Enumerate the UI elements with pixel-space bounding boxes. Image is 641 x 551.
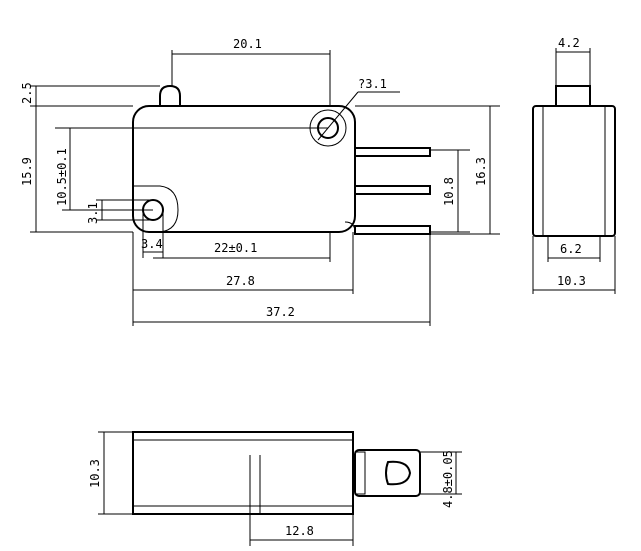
dim-27-8: 27.8	[226, 274, 255, 288]
dim-15-9: 15.9	[20, 157, 34, 186]
front-view: 20.1 ?3.1 2.5 15.9 10.5±0.1 3.1	[20, 37, 500, 326]
dim-10-8: 10.8	[442, 177, 456, 206]
terminal-top	[354, 147, 431, 157]
dim-6-2: 6.2	[560, 242, 582, 256]
dim-37-2: 37.2	[266, 305, 295, 319]
dim-phi-3-1: ?3.1	[358, 77, 387, 91]
dim-12-8: 12.8	[285, 524, 314, 538]
dim-22: 22±0.1	[214, 241, 257, 255]
dim-10-5: 10.5±0.1	[55, 148, 69, 206]
bottom-view: 10.3 12.8 4.8±0.05	[88, 431, 462, 546]
terminals	[354, 147, 431, 235]
side-body	[532, 105, 616, 237]
dim-20-1: 20.1	[233, 37, 262, 51]
terminal-hole	[385, 460, 412, 486]
actuator-plunger	[159, 84, 181, 106]
dim-3-1: 3.1	[86, 202, 100, 224]
dim-10-3-side: 10.3	[557, 274, 586, 288]
dim-16-3: 16.3	[474, 157, 488, 186]
mounting-boss-left	[133, 185, 179, 233]
dim-3-4: 3.4	[141, 237, 163, 251]
dim-4-2: 4.2	[558, 36, 580, 50]
dim-4-8: 4.8±0.05	[441, 450, 455, 508]
side-view: 4.2 6.2 10.3	[532, 36, 616, 294]
terminal-middle	[354, 185, 431, 195]
dim-2-5: 2.5	[20, 82, 34, 104]
switch-body	[132, 105, 356, 233]
bottom-body	[132, 431, 354, 515]
side-actuator	[555, 85, 591, 107]
dim-10-3-bottom: 10.3	[88, 459, 102, 488]
terminal-bottom	[354, 225, 431, 235]
